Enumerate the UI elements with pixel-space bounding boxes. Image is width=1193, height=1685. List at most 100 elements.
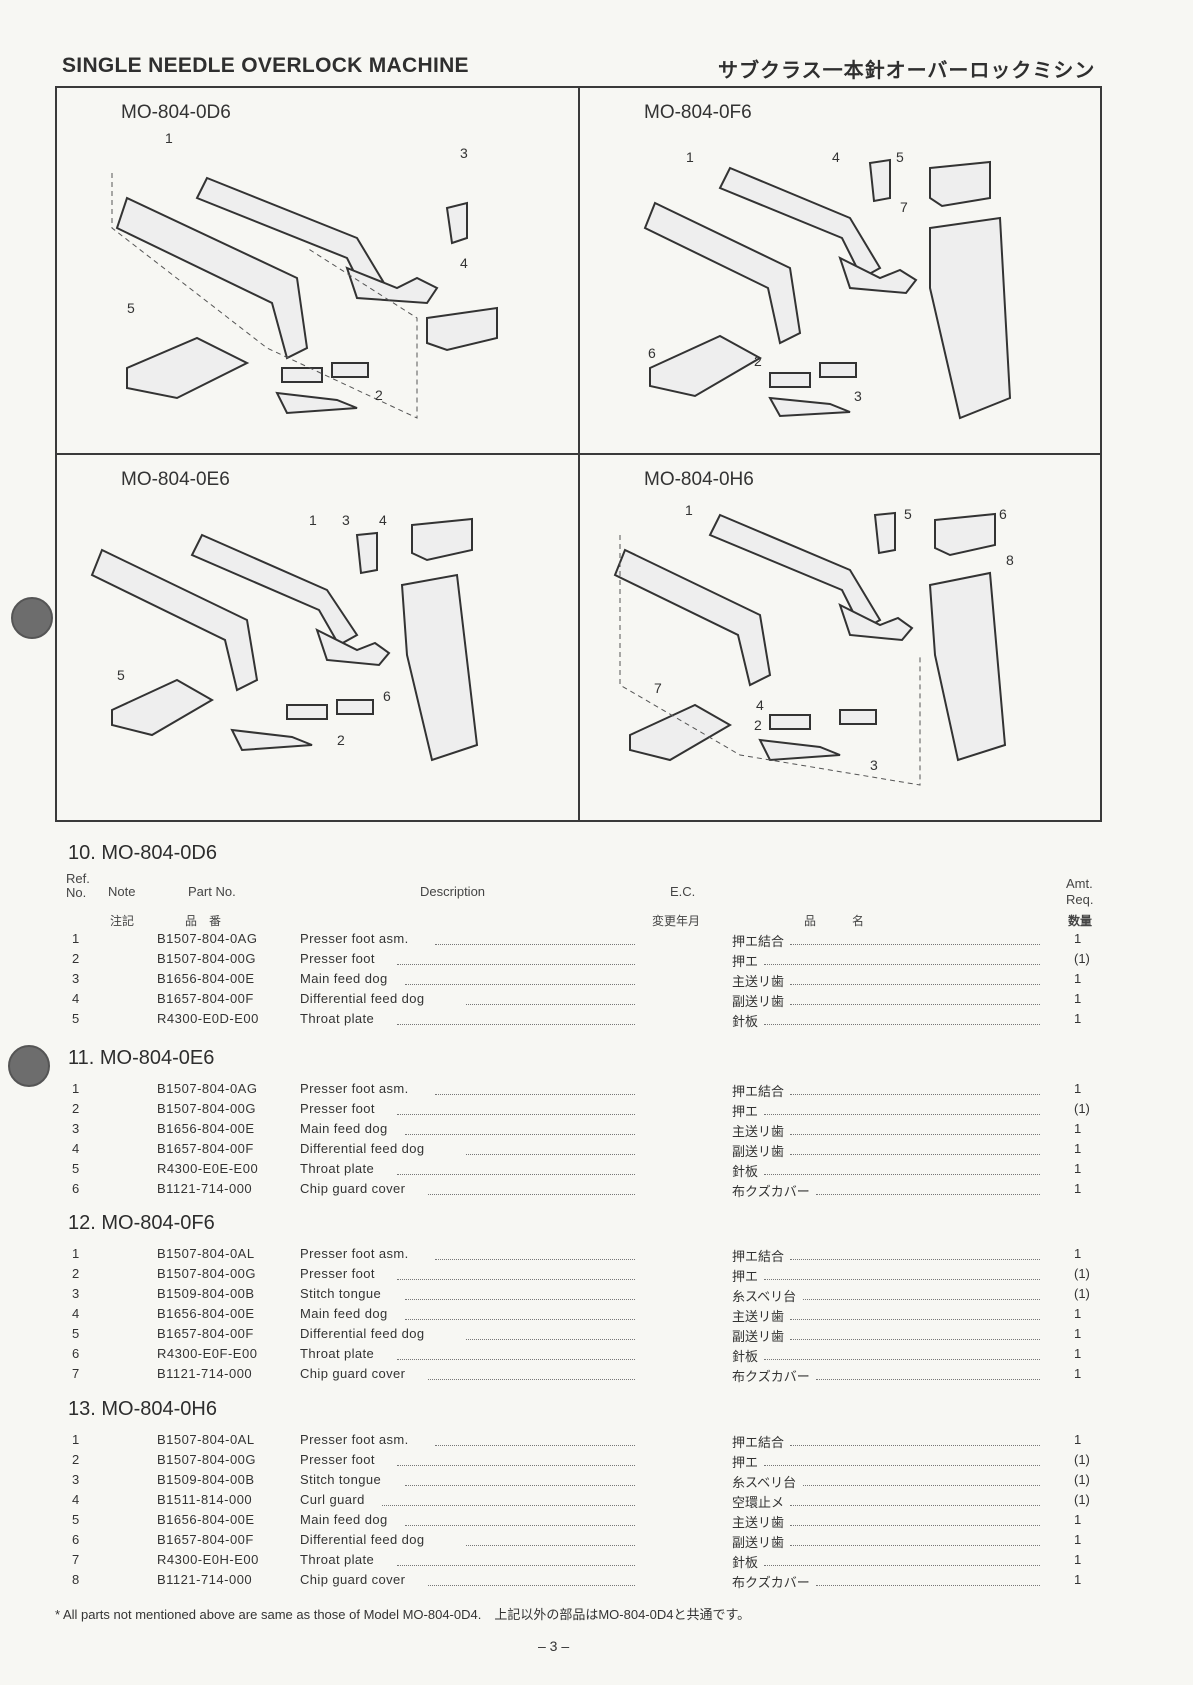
callout-6: 6 [999, 506, 1007, 522]
callout-4: 4 [756, 697, 764, 713]
name-jp: 主送リ歯 [732, 974, 785, 989]
leader-dots [816, 1572, 1040, 1586]
name-jp: 糸スベリ台 [732, 1289, 797, 1304]
amount: (1) [1074, 1472, 1090, 1487]
part-no: B1507-804-0AG [157, 931, 258, 946]
name-jp: 副送リ歯 [732, 1535, 785, 1550]
leader-dots [790, 1246, 1040, 1260]
amount: 1 [1074, 1432, 1082, 1447]
part-no: B1509-804-00B [157, 1286, 255, 1301]
amount: 1 [1074, 1011, 1082, 1026]
callout-5: 5 [904, 506, 912, 522]
description: Presser foot asm. [300, 1432, 409, 1447]
amount: 1 [1074, 1326, 1082, 1341]
leader-dots [790, 1081, 1040, 1095]
part-no: B1656-804-00E [157, 1121, 255, 1136]
ref-no: 3 [72, 971, 80, 986]
part-no: B1121-714-000 [157, 1366, 253, 1381]
leader-dots [764, 1552, 1040, 1566]
description: Presser foot [300, 1266, 375, 1281]
callout-6: 6 [648, 345, 656, 361]
binder-hole [8, 1045, 50, 1087]
leader-dots [397, 1552, 635, 1566]
callout-2: 2 [754, 717, 762, 733]
description: Main feed dog [300, 971, 388, 986]
callout-2: 2 [754, 353, 762, 369]
panel-0f6: MO-804-0F6 1 2 3 4 5 6 7 [580, 88, 1100, 452]
footnote: * All parts not mentioned above are same… [55, 1607, 751, 1622]
part-no: R4300-E0E-E00 [157, 1161, 259, 1176]
parts-diagram: 1 2 3 4 5 6 7 [643, 149, 1012, 420]
amount: 1 [1074, 1081, 1082, 1096]
amount: 1 [1074, 1346, 1082, 1361]
description: Stitch tongue [300, 1286, 382, 1301]
description: Chip guard cover [300, 1181, 406, 1196]
leader-dots [435, 1081, 635, 1095]
col-amt-jp: 数量 [1068, 914, 1093, 928]
name-jp: 布クズカバー [732, 1184, 810, 1199]
ref-no: 8 [72, 1572, 80, 1587]
part-no: R4300-E0H-E00 [157, 1552, 259, 1567]
description: Throat plate [300, 1161, 375, 1176]
callout-5: 5 [896, 149, 904, 165]
ref-no: 7 [72, 1366, 80, 1381]
panel-0e6: MO-804-0E6 1 2 3 4 5 6 [57, 455, 577, 819]
amount: 1 [1074, 931, 1082, 946]
leader-dots [816, 1181, 1040, 1195]
leader-dots [404, 1121, 635, 1135]
amount: (1) [1074, 1101, 1090, 1116]
col-part: Part No. [188, 884, 236, 899]
leader-dots [790, 1306, 1040, 1320]
callout-7: 7 [654, 680, 662, 696]
ref-no: 2 [72, 1101, 80, 1116]
parts-diagram: 1 2 3 4 5 [111, 130, 498, 419]
section-title: 10. MO-804-0D6 [68, 842, 217, 864]
ref-no: 3 [72, 1472, 80, 1487]
name-jp: 押エ結合 [732, 1249, 785, 1264]
leader-dots [764, 1101, 1040, 1115]
section-title: 11. MO-804-0E6 [68, 1047, 215, 1069]
leader-dots [427, 1572, 635, 1586]
description: Presser foot asm. [300, 931, 409, 946]
callout-4: 4 [832, 149, 840, 165]
part-no: B1656-804-00E [157, 1512, 255, 1527]
leader-dots [790, 1141, 1040, 1155]
leader-dots [764, 1011, 1040, 1025]
callout-3: 3 [342, 512, 350, 528]
callout-4: 4 [379, 512, 387, 528]
leader-dots [790, 971, 1040, 985]
leader-dots [803, 1286, 1040, 1300]
ref-no: 5 [72, 1011, 80, 1026]
part-no: B1507-804-00G [157, 1452, 257, 1467]
amount: 1 [1074, 1121, 1082, 1136]
amount: (1) [1074, 1286, 1090, 1301]
description: Main feed dog [300, 1121, 388, 1136]
callout-6: 6 [383, 688, 391, 704]
name-jp: 布クズカバー [732, 1575, 810, 1590]
leader-dots [790, 1326, 1040, 1340]
part-no: B1507-804-00G [157, 1266, 257, 1281]
description: Presser foot asm. [300, 1081, 409, 1096]
name-jp: 布クズカバー [732, 1369, 810, 1384]
description: Chip guard cover [300, 1572, 406, 1587]
col-ec: E.C. [670, 884, 696, 899]
ref-no: 2 [72, 1266, 80, 1281]
part-no: B1657-804-00F [157, 1326, 254, 1341]
amount: 1 [1074, 1532, 1082, 1547]
ref-no: 4 [72, 1141, 80, 1156]
name-jp: 押エ結合 [732, 1435, 785, 1450]
callout-1: 1 [309, 512, 317, 528]
description: Presser foot [300, 1101, 375, 1116]
